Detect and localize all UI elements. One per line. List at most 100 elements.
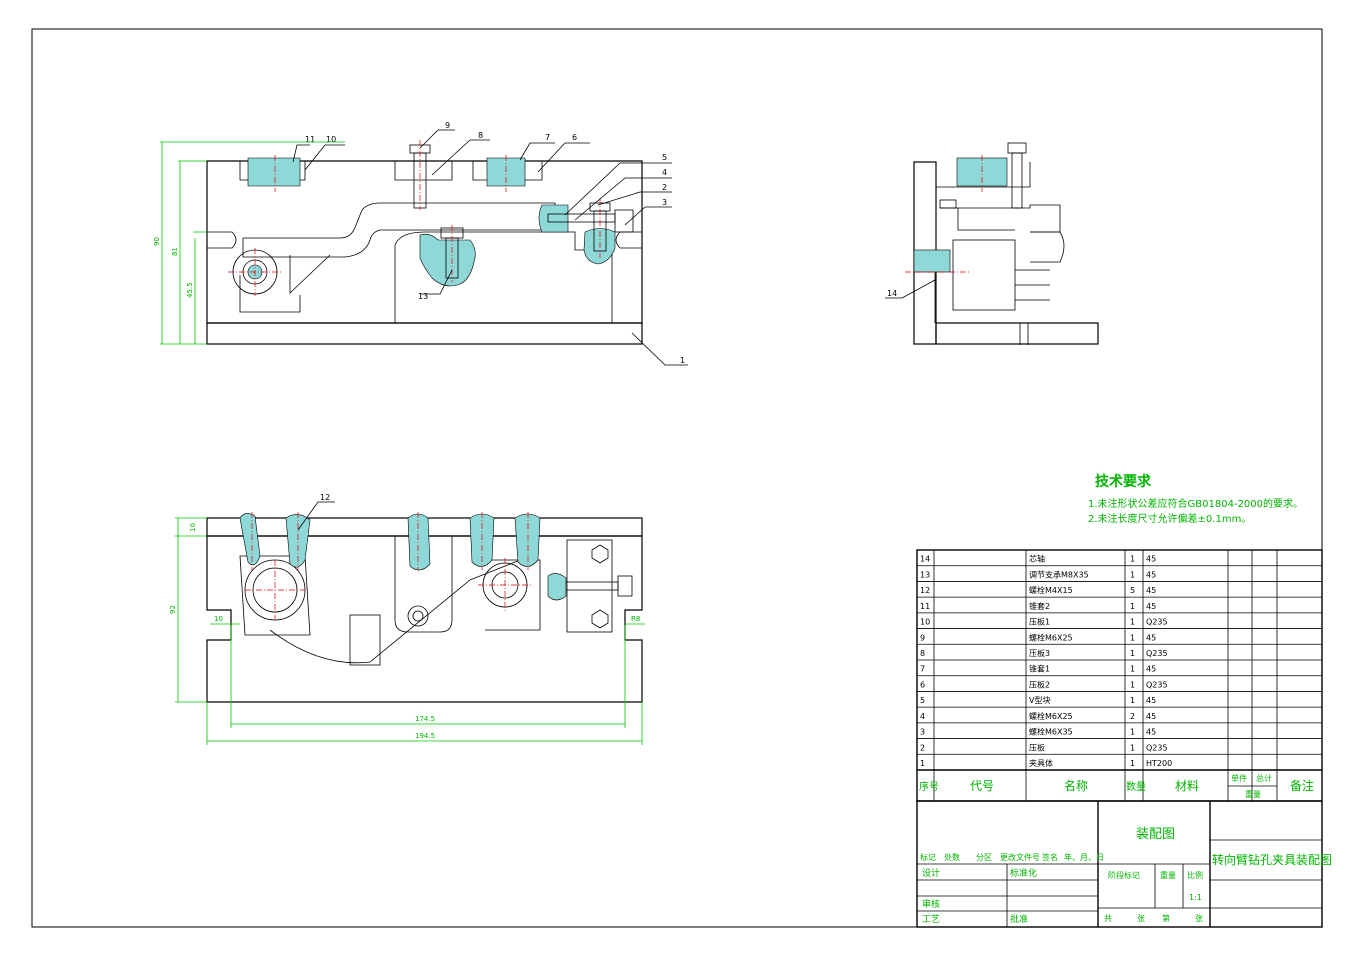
dim-r8: R8 xyxy=(631,615,640,623)
bom-cell-no: 12 xyxy=(920,586,930,595)
bom-header: 序号 代号 名称 数量 材料 单件 总计 重量 备注 xyxy=(919,773,1314,799)
tech-requirements: 技术要求 1.未注形状公差应符合GB01804-2000的要求。 2.未注长度尺… xyxy=(1088,473,1303,525)
bom-cell-material: Q235 xyxy=(1146,680,1168,689)
bom-cell-name: V型块 xyxy=(1029,695,1050,705)
bom-cell-name: 夹具体 xyxy=(1029,758,1053,768)
sheets-total-1: 共 xyxy=(1104,914,1112,923)
bom-cell-no: 13 xyxy=(920,570,930,579)
bom-cell-name: 螺栓M6X25 xyxy=(1029,711,1073,721)
balloon-3: 3 xyxy=(662,198,667,207)
balloon-9: 9 xyxy=(445,121,450,130)
tech-line-2: 2.未注长度尺寸允许偏差±0.1mm。 xyxy=(1088,512,1251,525)
bom-cell-name: 螺栓M6X25 xyxy=(1029,632,1073,642)
bom-cell-name: 压板 xyxy=(1029,742,1045,752)
dim-174-5: 174.5 xyxy=(415,715,435,723)
label-scale: 比例 xyxy=(1187,870,1203,880)
bom-header-total: 总计 xyxy=(1256,773,1272,783)
bom-cell-name: 芯轴 xyxy=(1029,554,1045,564)
bom-cell-material: Q235 xyxy=(1146,743,1168,752)
balloon-11: 11 xyxy=(305,135,315,144)
bom-cell-no: 10 xyxy=(920,618,930,627)
dim-194-5: 194.5 xyxy=(415,732,435,740)
balloon-4: 4 xyxy=(662,168,667,177)
balloon-12: 12 xyxy=(320,493,330,502)
bom-cell-qty: 1 xyxy=(1130,633,1135,642)
bom-cell-no: 1 xyxy=(920,759,925,768)
bom-cell-material: Q235 xyxy=(1146,649,1168,658)
bom-cell-material: Q235 xyxy=(1146,618,1168,627)
bom-header-qty: 数量 xyxy=(1126,780,1146,793)
bom-cell-material: 45 xyxy=(1146,602,1156,611)
bom-cell-name: 压板1 xyxy=(1029,617,1050,627)
balloon-8: 8 xyxy=(478,131,483,140)
label-review: 审核 xyxy=(922,898,940,910)
bom-cell-no: 4 xyxy=(920,712,925,721)
scale-value: 1:1 xyxy=(1189,893,1202,902)
label-process: 工艺 xyxy=(922,914,940,925)
bom-header-remark: 备注 xyxy=(1290,778,1314,793)
bom-header-name: 名称 xyxy=(1064,778,1088,793)
balloon-10: 10 xyxy=(326,135,336,144)
sheets-total-2: 张 xyxy=(1137,914,1145,923)
balloon-2: 2 xyxy=(662,183,667,192)
bom-cell-no: 6 xyxy=(920,680,925,689)
bom-cell-no: 3 xyxy=(920,728,925,737)
bom-cell-name: 锥套1 xyxy=(1029,664,1050,674)
bom-header-weight: 重量 xyxy=(1245,789,1261,799)
bom-cell-qty: 1 xyxy=(1130,602,1135,611)
bom-cell-name: 锥套2 xyxy=(1029,601,1050,611)
balloon-7: 7 xyxy=(545,133,550,142)
label-weight: 重量 xyxy=(1160,870,1176,880)
bom-cell-material: 45 xyxy=(1146,555,1156,564)
balloon-14: 14 xyxy=(887,289,897,298)
bom-cell-material: 45 xyxy=(1146,570,1156,579)
bom-cell-material: HT200 xyxy=(1146,759,1172,768)
rev-label-sign: 签名 xyxy=(1042,852,1058,862)
bom-cell-material: 45 xyxy=(1146,586,1156,595)
tech-title: 技术要求 xyxy=(1095,473,1152,490)
bom-cell-no: 8 xyxy=(920,649,925,658)
dim-10-top: 10 xyxy=(189,523,197,532)
front-view: 11 10 9 8 7 6 5 4 2 3 13 1 90 81 45.5 xyxy=(153,121,688,366)
dim-81: 81 xyxy=(171,247,179,256)
balloon-6: 6 xyxy=(572,133,577,142)
bom-cell-no: 14 xyxy=(920,555,930,564)
title-block: 装配图 转向臂钻孔夹具装配图 标记 处数 分区 更改文件号 签名 年、月、日 设… xyxy=(916,800,1332,928)
sheets-no-2: 张 xyxy=(1195,914,1203,923)
bom-cell-no: 7 xyxy=(920,665,925,674)
rev-label-count: 处数 xyxy=(944,852,960,862)
bom-cell-qty: 1 xyxy=(1130,555,1135,564)
bom-cell-qty: 1 xyxy=(1130,696,1135,705)
bom-cell-material: 45 xyxy=(1146,633,1156,642)
tech-line-1: 1.未注形状公差应符合GB01804-2000的要求。 xyxy=(1088,497,1303,510)
bom-cell-qty: 5 xyxy=(1130,586,1135,595)
bom-cell-qty: 1 xyxy=(1130,618,1135,627)
label-design: 设计 xyxy=(922,867,940,879)
bom-header-material: 材料 xyxy=(1175,779,1199,793)
drawing-name: 转向臂钻孔夹具装配图 xyxy=(1212,852,1332,867)
side-view: 14 xyxy=(885,142,1099,345)
bom-cell-name: 压板2 xyxy=(1029,679,1050,689)
dim-10-left: 10 xyxy=(214,615,223,623)
bom-cell-material: 45 xyxy=(1146,665,1156,674)
bom-cell-qty: 1 xyxy=(1130,728,1135,737)
label-approve: 批准 xyxy=(1010,913,1028,925)
label-stage: 阶段标记 xyxy=(1108,870,1140,880)
bom-table xyxy=(916,549,1323,802)
dim-90: 90 xyxy=(153,237,161,246)
rev-label-doc: 更改文件号 xyxy=(1000,852,1040,862)
bom-cell-qty: 1 xyxy=(1130,680,1135,689)
bom-cell-name: 调节支承M8X35 xyxy=(1029,569,1089,579)
top-view: 12 10 92 10 R8 174.5 194.5 xyxy=(169,493,645,745)
bom-cell-material: 45 xyxy=(1146,696,1156,705)
bom-header-unit: 单件 xyxy=(1231,773,1247,783)
dim-45-5: 45.5 xyxy=(186,282,194,298)
drawing-type: 装配图 xyxy=(1136,827,1175,842)
bom-cell-material: 45 xyxy=(1146,712,1156,721)
balloon-1: 1 xyxy=(680,356,685,365)
bom-cell-qty: 1 xyxy=(1130,743,1135,752)
bom-cell-no: 5 xyxy=(920,696,925,705)
bom-cell-qty: 1 xyxy=(1130,649,1135,658)
